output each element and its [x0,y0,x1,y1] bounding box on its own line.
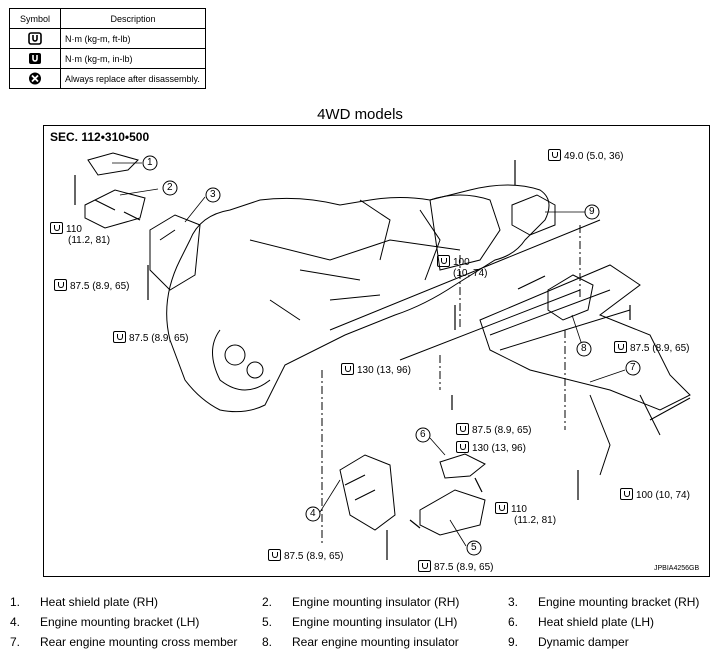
torque-wrench-icon [418,560,431,572]
callout-6: 6 [420,429,426,440]
callout-9: 9 [589,206,595,217]
legend-item: 6.Heat shield plate (LH) [508,615,655,629]
torque-label: 87.5 (8.9, 65) [113,331,188,345]
callout-8: 8 [581,343,587,354]
torque-wrench-icon [113,331,126,343]
torque-label: 87.5 (8.9, 65) [456,423,531,437]
torque-label: 87.5 (8.9, 65) [54,279,129,293]
torque-wrench-icon [456,423,469,435]
heat-shield-lh [439,453,486,479]
torque-wrench-icon [548,149,561,161]
diagram-frame [43,125,710,577]
torque-label: 87.5 (8.9, 65) [614,341,689,355]
bracket-rh [149,214,201,291]
torque-wrench-icon [50,222,63,234]
callout-3: 3 [210,189,216,200]
torque-wrench-icon [28,32,42,45]
legend-item: 2.Engine mounting insulator (RH) [262,595,460,609]
torque-wrench-icon [614,341,627,353]
torque-label-sub: (11.2, 81) [68,235,111,246]
section-code: SEC. 112•310•500 [50,130,150,144]
bolts [74,160,631,560]
bracket-lh [339,454,396,531]
torque-label: 100 (10, 74) [620,488,690,502]
dynamic-damper [511,194,556,236]
legend-col-1: 1.Heat shield plate (RH) 4.Engine mounti… [10,592,237,652]
replace-x-icon [29,72,41,85]
torque-label: 130 (13, 96) [456,441,526,455]
callout-7: 7 [630,362,636,373]
legend-item: 7.Rear engine mounting cross member [10,635,238,649]
rear-insulator [547,274,594,321]
torque-label-sub: (11.2, 81) [514,515,557,526]
legend-item: 8.Rear engine mounting insulator [262,635,459,649]
torque-wrench-icon [620,488,633,500]
torque-label: 100 [437,255,470,269]
torque-wrench-icon [341,363,354,375]
legend-col-2: 2.Engine mounting insulator (RH) 5.Engin… [262,592,459,652]
callout-5: 5 [471,542,477,553]
torque-wrench-icon [495,502,508,514]
legend-item: 4.Engine mounting bracket (LH) [10,615,200,629]
callout-2: 2 [167,182,173,193]
heat-shield-rh [87,152,139,176]
callout-1: 1 [147,157,153,168]
figure-reference: JPBIA4256GB [654,565,700,572]
torque-label: 130 (13, 96) [341,363,411,377]
legend-item: 9.Dynamic damper [508,635,629,649]
torque-label: 110 [495,502,527,516]
torque-label: 110 [50,222,82,236]
insulator-lh [419,489,486,536]
torque-label: 87.5 (8.9, 65) [418,560,493,574]
legend-item: 3.Engine mounting bracket (RH) [508,595,700,609]
torque-wrench-small-icon [29,53,41,64]
torque-wrench-icon [437,255,450,267]
callout-circles [142,155,641,556]
torque-wrench-icon [456,441,469,453]
symbol-desc-3: Always replace after disassembly. [60,68,206,89]
torque-label: 49.0 (5.0, 36) [548,149,623,163]
torque-label-sub: (10, 74) [453,268,488,279]
alignment-lines [321,225,581,545]
legend-item: 5.Engine mounting insulator (LH) [262,615,458,629]
legend-col-3: 3.Engine mounting bracket (RH) 6.Heat sh… [508,592,699,652]
guide-lines [329,219,601,361]
diagram-title: 4WD models [317,106,403,123]
callout-4: 4 [310,508,316,519]
insulator-rh [84,189,146,229]
torque-label: 87.5 (8.9, 65) [268,549,343,563]
legend-item: 1.Heat shield plate (RH) [10,595,159,609]
torque-wrench-icon [268,549,281,561]
torque-wrench-icon [54,279,67,291]
engine-assembly [166,184,550,413]
symbol-table: Symbol Description N·m (kg-m, ft-lb) N·m… [9,8,206,89]
leader-lines [112,162,626,547]
